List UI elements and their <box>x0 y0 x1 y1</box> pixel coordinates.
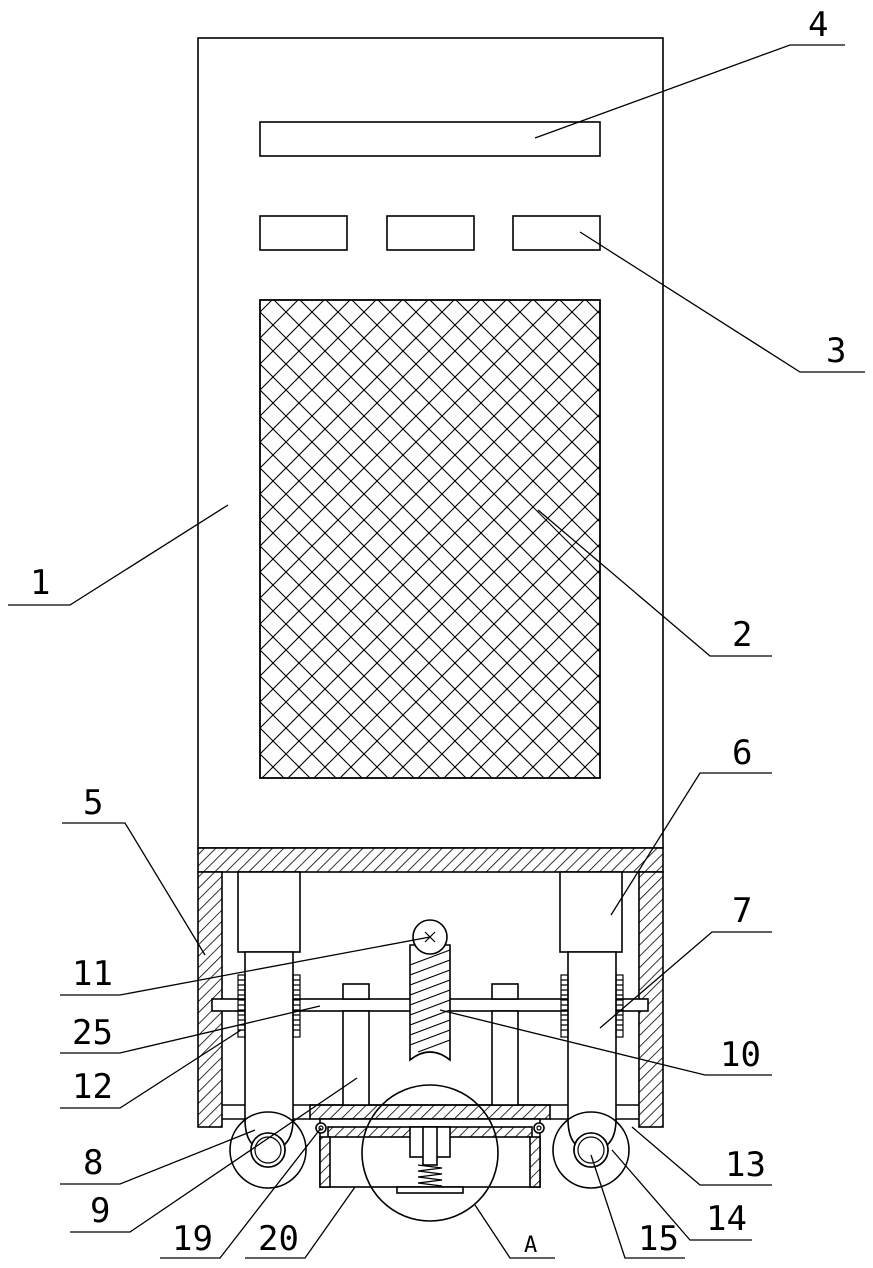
label-6: 6 <box>732 733 752 773</box>
label-4: 4 <box>808 5 828 45</box>
label-3: 3 <box>826 331 846 371</box>
label-1: 1 <box>30 563 50 603</box>
label-8: 8 <box>83 1143 103 1183</box>
label-14: 14 <box>706 1199 747 1239</box>
hinge-pin-right <box>534 1123 544 1133</box>
label-15: 15 <box>638 1219 679 1259</box>
label-5: 5 <box>83 783 103 823</box>
plunger-rod <box>423 1127 437 1165</box>
label-a: A <box>524 1233 537 1258</box>
label-7: 7 <box>732 891 752 931</box>
label-13: 13 <box>725 1145 766 1185</box>
cylinder-left <box>238 872 300 952</box>
label-2: 2 <box>732 615 752 655</box>
support-right-cap <box>492 984 518 999</box>
label-11: 11 <box>72 954 113 994</box>
label-12: 12 <box>72 1067 113 1107</box>
label-25: 25 <box>72 1013 113 1053</box>
label-10: 10 <box>720 1035 761 1075</box>
label-20: 20 <box>258 1219 299 1259</box>
foot-box-right-wall <box>530 1137 540 1187</box>
label-19: 19 <box>172 1219 213 1259</box>
bottom-plate <box>310 1105 550 1119</box>
label-9: 9 <box>90 1191 110 1231</box>
base-housing-top-wall <box>198 848 663 872</box>
support-right <box>492 1011 518 1105</box>
support-left-cap <box>343 984 369 999</box>
mesh-panel <box>260 300 600 778</box>
support-left <box>343 1011 369 1105</box>
foot-pad <box>397 1187 463 1193</box>
foot-box-left-wall <box>320 1137 330 1187</box>
